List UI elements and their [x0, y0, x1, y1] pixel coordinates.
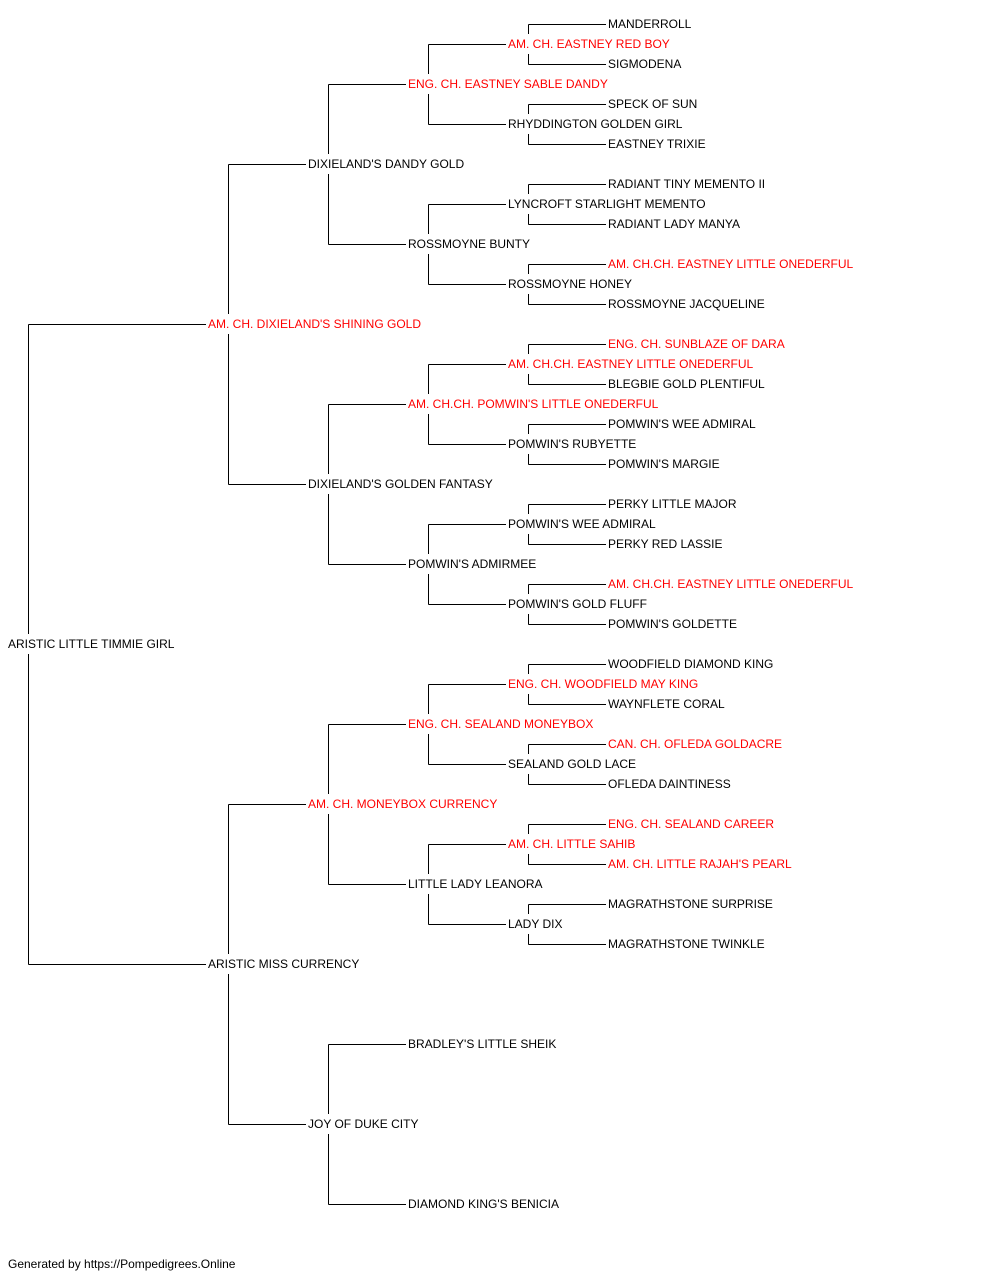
pedigree-node-ssd: ROSSMOYNE BUNTY	[408, 237, 531, 251]
pedigree-node-sdss: AM. CH.CH. EASTNEY LITTLE ONEDERFUL	[508, 357, 754, 371]
pedigree-node-ssds: LYNCROFT STARLIGHT MEMENTO	[508, 197, 706, 211]
pedigree-node-g5-10: POMWIN'S WEE ADMIRAL	[608, 417, 756, 431]
pedigree-node-g5-2: SPECK OF SUN	[608, 97, 698, 111]
pedigree-node-sssd: RHYDDINGTON GOLDEN GIRL	[508, 117, 683, 131]
pedigree-node-g5-0: MANDERROLL	[608, 17, 692, 31]
pedigree-node-dsd: LITTLE LADY LEANORA	[408, 877, 543, 891]
pedigree-node-g5-20: ENG. CH. SEALAND CAREER	[608, 817, 775, 831]
pedigree-node-g5-7: ROSSMOYNE JACQUELINE	[608, 297, 765, 311]
pedigree-node-g5-22: MAGRATHSTONE SURPRISE	[608, 897, 773, 911]
generated-by-footer: Generated by https://Pompedigrees.Online	[8, 1257, 236, 1271]
pedigree-node-root: ARISTIC LITTLE TIMMIE GIRL	[8, 637, 175, 651]
pedigree-node-g5-5: RADIANT LADY MANYA	[608, 217, 741, 231]
pedigree-node-sds: AM. CH.CH. POMWIN'S LITTLE ONEDERFUL	[408, 397, 659, 411]
pedigree-node-sdds: POMWIN'S WEE ADMIRAL	[508, 517, 656, 531]
pedigree-node-g5-16: WOODFIELD DIAMOND KING	[608, 657, 774, 671]
pedigree-node-dsdd: LADY DIX	[508, 917, 563, 931]
pedigree-node-g5-14: AM. CH.CH. EASTNEY LITTLE ONEDERFUL	[608, 577, 854, 591]
pedigree-node-ssss: AM. CH. EASTNEY RED BOY	[508, 37, 670, 51]
pedigree-node-sss: ENG. CH. EASTNEY SABLE DANDY	[408, 77, 608, 91]
pedigree-node-d: ARISTIC MISS CURRENCY	[208, 957, 360, 971]
pedigree-node-g5-11: POMWIN'S MARGIE	[608, 457, 720, 471]
pedigree-node-g5-17: WAYNFLETE CORAL	[608, 697, 725, 711]
pedigree-node-dd: JOY OF DUKE CITY	[308, 1117, 419, 1131]
pedigree-node-g5-19: OFLEDA DAINTINESS	[608, 777, 731, 791]
pedigree-node-ss: DIXIELAND'S DANDY GOLD	[308, 157, 465, 171]
pedigree-node-sdd: POMWIN'S ADMIRMEE	[408, 557, 537, 571]
pedigree-node-dsds: AM. CH. LITTLE SAHIB	[508, 837, 636, 851]
pedigree-node-g5-6: AM. CH.CH. EASTNEY LITTLE ONEDERFUL	[608, 257, 854, 271]
pedigree-node-g5-21: AM. CH. LITTLE RAJAH'S PEARL	[608, 857, 792, 871]
pedigree-node-s: AM. CH. DIXIELAND'S SHINING GOLD	[208, 317, 421, 331]
pedigree-node-g5-1: SIGMODENA	[608, 57, 682, 71]
pedigree-node-g5-8: ENG. CH. SUNBLAZE OF DARA	[608, 337, 785, 351]
pedigree-node-dss: ENG. CH. SEALAND MONEYBOX	[408, 717, 594, 731]
pedigree-node-ddd: DIAMOND KING'S BENICIA	[408, 1197, 559, 1211]
pedigree-node-g5-3: EASTNEY TRIXIE	[608, 137, 706, 151]
pedigree-node-dds: BRADLEY'S LITTLE SHEIK	[408, 1037, 557, 1051]
pedigree-node-g5-12: PERKY LITTLE MAJOR	[608, 497, 737, 511]
pedigree-node-g5-13: PERKY RED LASSIE	[608, 537, 723, 551]
pedigree-node-sd: DIXIELAND'S GOLDEN FANTASY	[308, 477, 493, 491]
pedigree-node-sddd: POMWIN'S GOLD FLUFF	[508, 597, 647, 611]
pedigree-node-ds: AM. CH. MONEYBOX CURRENCY	[308, 797, 498, 811]
pedigree-node-sdsd: POMWIN'S RUBYETTE	[508, 437, 637, 451]
pedigree-node-g5-15: POMWIN'S GOLDETTE	[608, 617, 737, 631]
pedigree-node-g5-23: MAGRATHSTONE TWINKLE	[608, 937, 765, 951]
pedigree-node-dssd: SEALAND GOLD LACE	[508, 757, 637, 771]
pedigree-node-g5-9: BLEGBIE GOLD PLENTIFUL	[608, 377, 765, 391]
pedigree-node-dsss: ENG. CH. WOODFIELD MAY KING	[508, 677, 699, 691]
pedigree-node-g5-18: CAN. CH. OFLEDA GOLDACRE	[608, 737, 783, 751]
pedigree-node-ssdd: ROSSMOYNE HONEY	[508, 277, 633, 291]
pedigree-node-g5-4: RADIANT TINY MEMENTO II	[608, 177, 766, 191]
